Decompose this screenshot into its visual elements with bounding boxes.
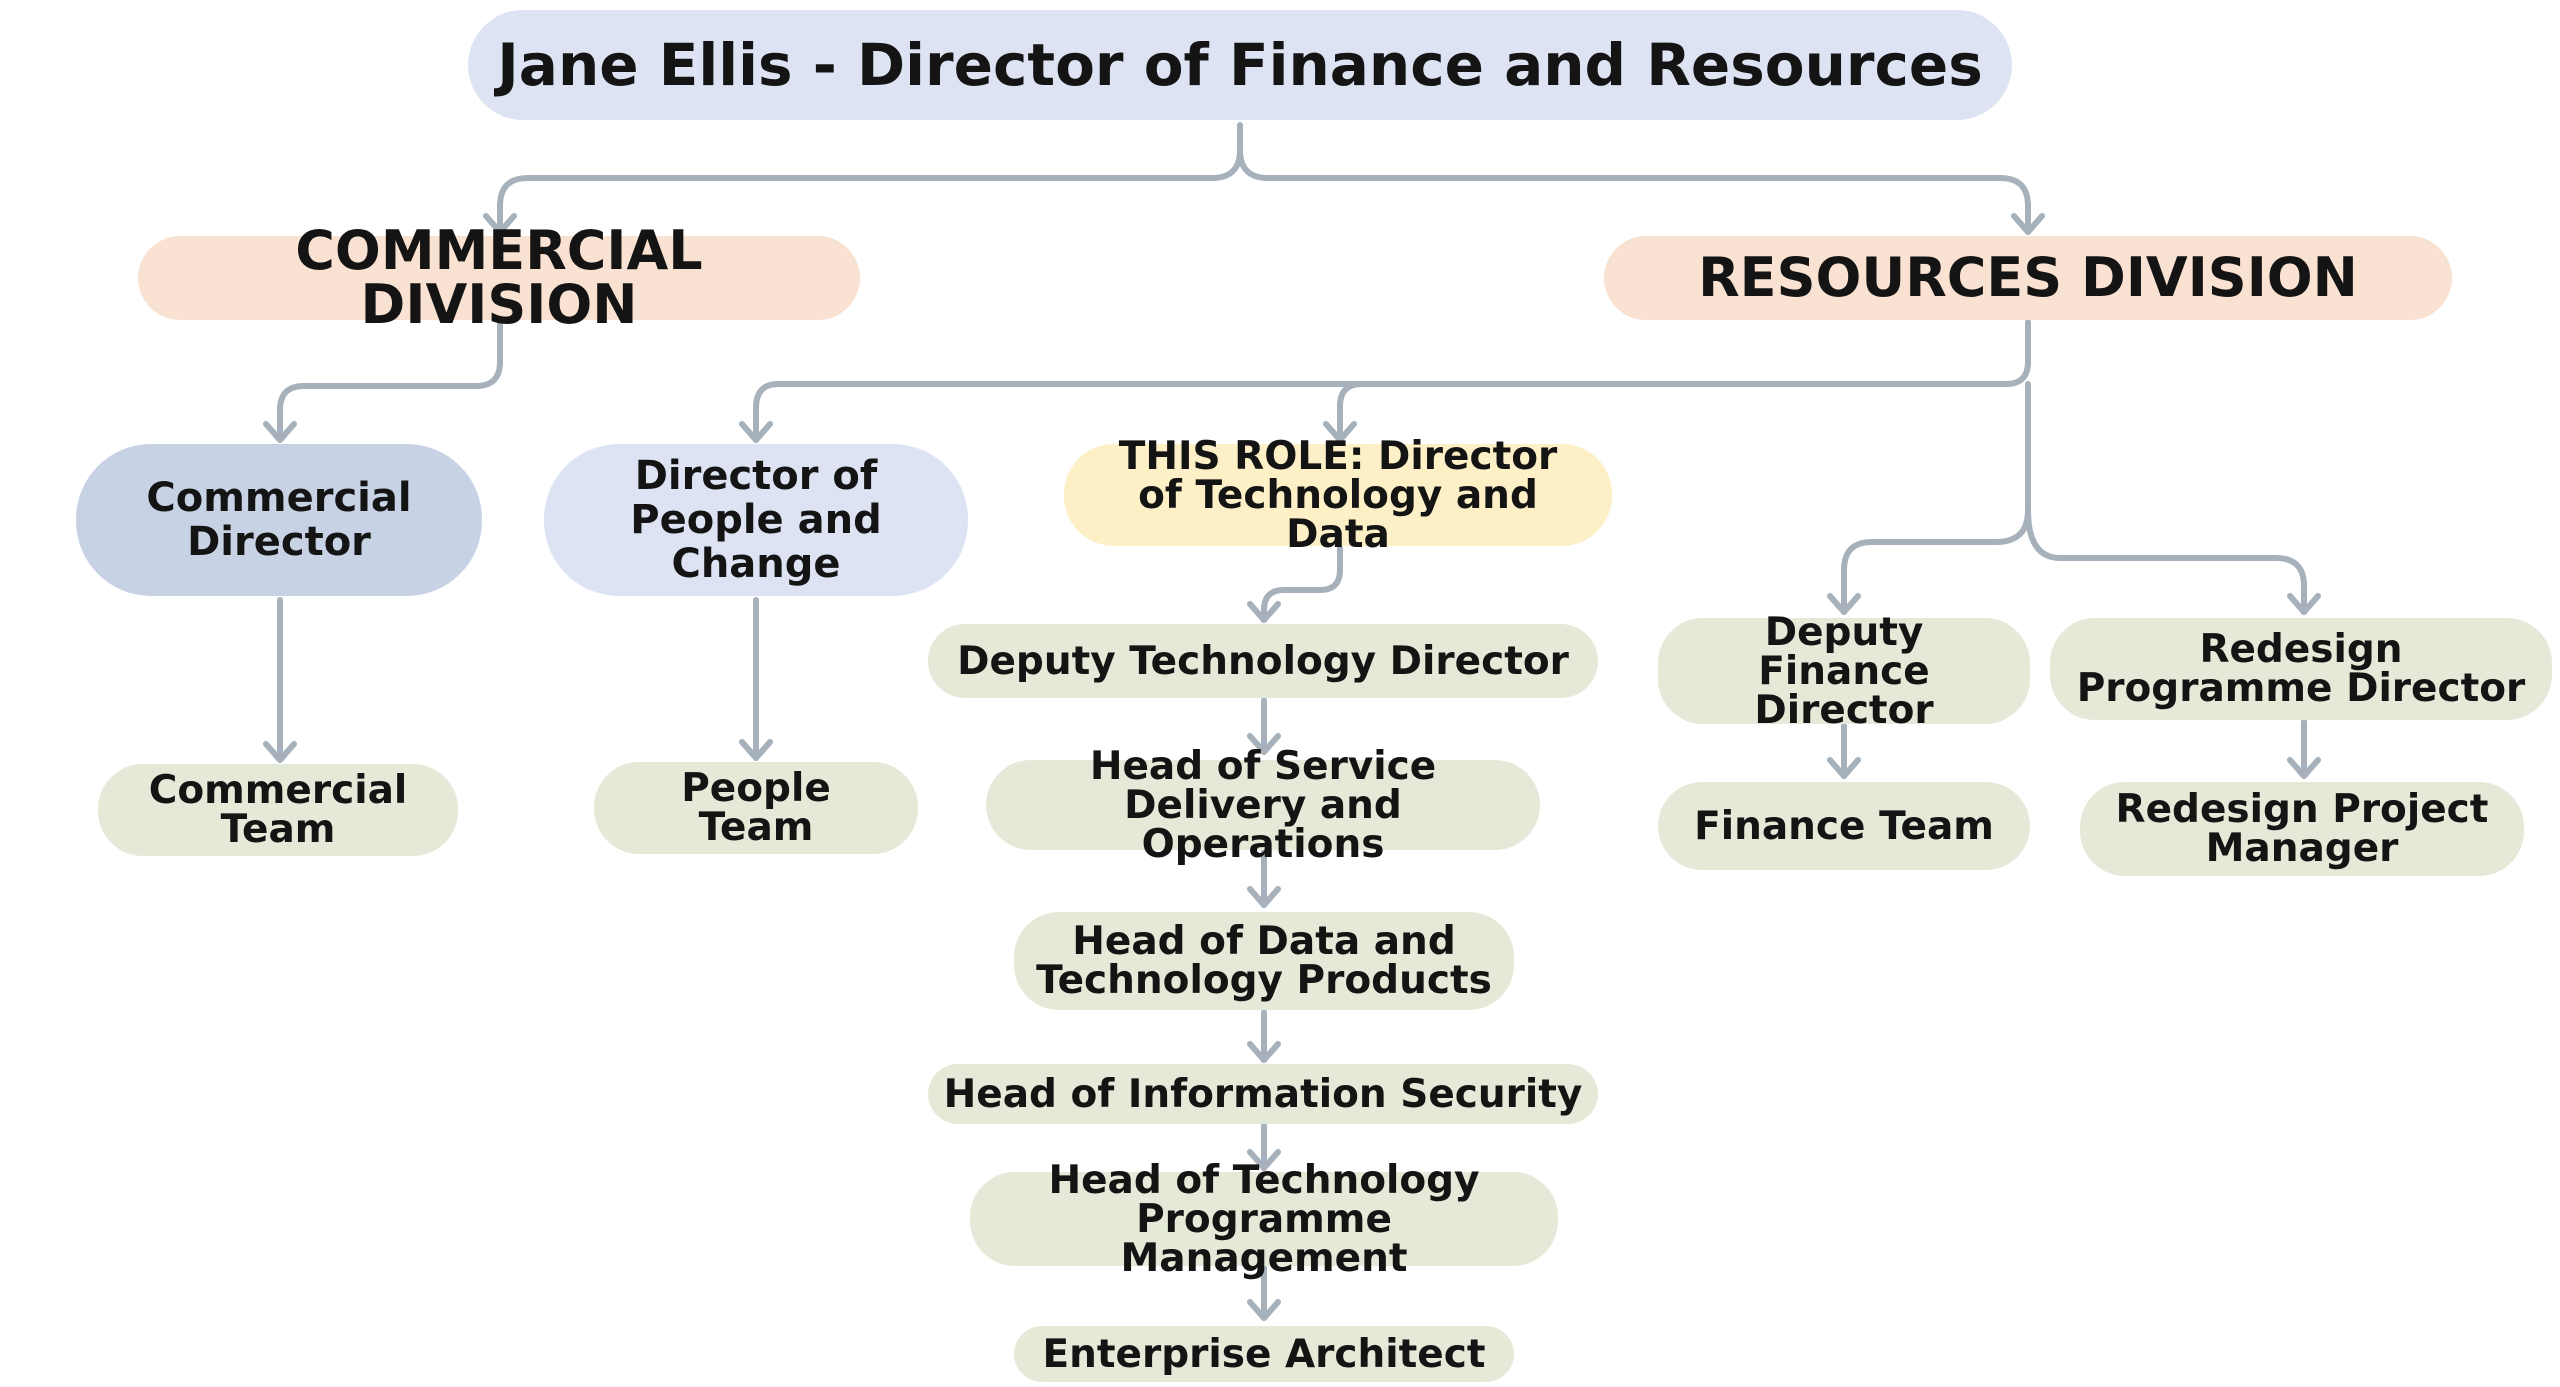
arrowhead (1827, 593, 1861, 615)
arrowhead (263, 741, 297, 763)
arrowhead (739, 739, 773, 761)
connector-resources-to-this-role (1337, 381, 1365, 443)
arrowhead (1247, 1149, 1281, 1171)
commercial-team-node: Commercial Team (98, 764, 458, 856)
finance-team-node: Finance Team (1658, 782, 2030, 870)
connector-role-to-deputy-tech (1261, 545, 1343, 623)
head-service-delivery-node: Head of Service Delivery and Operations (986, 747, 1540, 864)
connector-top-to-resources (1237, 147, 2031, 235)
connector-resources-to-deputy-finance (1841, 507, 2031, 615)
connector-commercial-to-director (277, 319, 503, 443)
people-team-node: People Team (594, 762, 918, 854)
arrowhead (1247, 733, 1281, 755)
deputy-technology-director-node: Deputy Technology Director (928, 624, 1598, 698)
director-people-change-node: Director of People and Change (544, 444, 968, 596)
arrowhead (1827, 757, 1861, 779)
arrowhead (1247, 886, 1281, 908)
arrowhead (1247, 601, 1281, 623)
arrowhead (2011, 213, 2045, 235)
arrowhead (2287, 757, 2321, 779)
resources-division-node: RESOURCES DIVISION (1604, 236, 2452, 320)
deputy-finance-director-node: Deputy Finance Director (1658, 613, 2030, 730)
redesign-project-manager-node: Redesign Project Manager (2080, 782, 2524, 876)
arrowhead (2287, 593, 2321, 615)
top-node-director-finance: Jane Ellis - Director of Finance and Res… (468, 10, 2012, 120)
commercial-director-node: Commercial Director (76, 444, 482, 596)
connector-resources-to-redesign (2025, 507, 2307, 615)
arrowhead (1247, 1299, 1281, 1321)
connector-top-to-commercial (497, 122, 1243, 235)
head-information-security-node: Head of Information Security (928, 1064, 1598, 1124)
arrowhead (739, 421, 773, 443)
arrowhead (1323, 421, 1357, 443)
this-role-node: THIS ROLE: Director of Technology and Da… (1064, 437, 1612, 554)
arrowhead (1247, 1041, 1281, 1063)
head-tech-programme-node: Head of Technology Programme Management (970, 1161, 1558, 1278)
redesign-programme-director-node: Redesign Programme Director (2050, 618, 2552, 720)
enterprise-architect-node: Enterprise Architect (1014, 1326, 1514, 1382)
head-data-tech-products-node: Head of Data and Technology Products (1014, 912, 1514, 1010)
arrowhead (483, 213, 517, 235)
arrowhead (263, 421, 297, 443)
commercial-division-node: COMMERCIAL DIVISION (138, 224, 860, 332)
connector-resources-to-people (753, 319, 2031, 443)
